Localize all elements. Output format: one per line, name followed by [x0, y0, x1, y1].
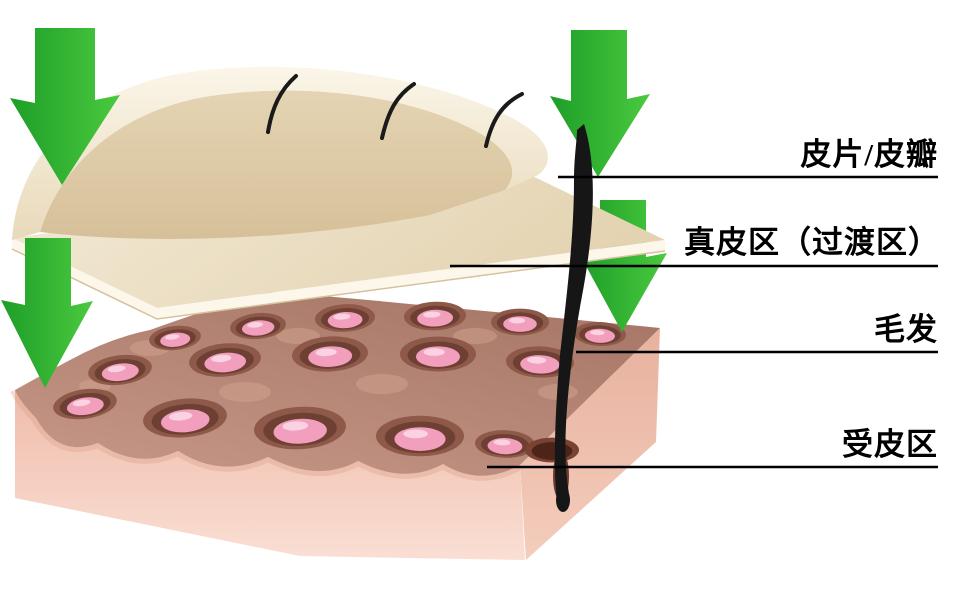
hair-follicle-opening: [525, 437, 579, 463]
skin-flap-sheet: [11, 66, 666, 320]
flap-curl-shadow: [40, 90, 513, 239]
hair-root-bulb: [556, 488, 570, 512]
small-hair-3: [484, 92, 524, 148]
label-hair: 毛发: [874, 312, 938, 347]
green-arrow-top-left: [10, 28, 120, 185]
label-dermis-zone: 真皮区（过渡区）: [684, 225, 940, 260]
block-front-face: [15, 390, 525, 560]
recipient-site-block: [10, 292, 660, 560]
leader-lines: [450, 175, 938, 469]
hair-shaft: [554, 124, 593, 512]
label-skin-flap: 皮片/皮瓣: [800, 137, 938, 172]
flap-hairs: [266, 74, 524, 148]
flap-flat-top: [12, 170, 665, 308]
small-hair-2: [380, 82, 416, 140]
block-right-face: [520, 328, 660, 560]
small-hair-1: [266, 74, 298, 134]
green-arrow-left-mid: [1, 238, 93, 388]
label-recipient-site: 受皮区: [842, 427, 938, 462]
green-arrows: [1, 28, 650, 388]
green-arrow-top-right: [550, 30, 650, 177]
flap-curl-roll: [12, 66, 548, 240]
